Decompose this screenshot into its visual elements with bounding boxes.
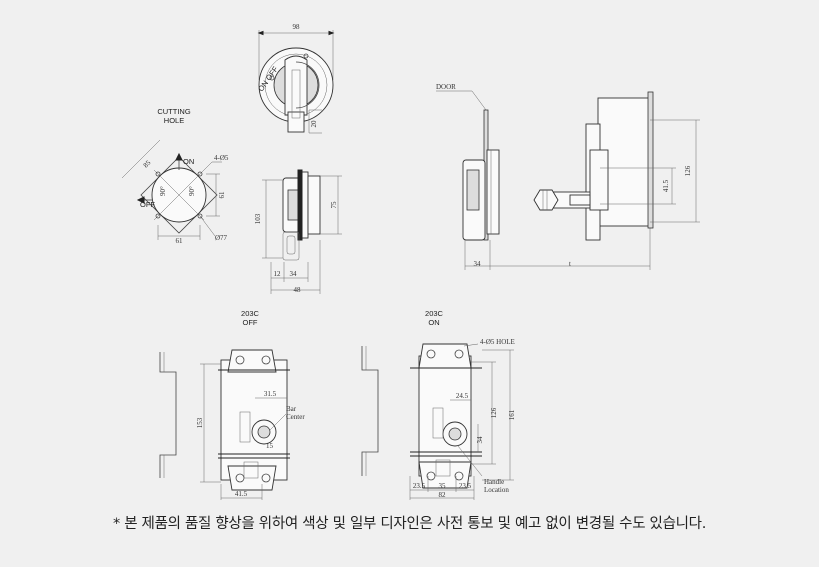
side-view: 103 75 12 34 48 [254, 169, 342, 294]
holes-dim: 4-Ø5 [214, 154, 229, 162]
side-dim-a: 12 [274, 270, 282, 278]
side-body-dim: 75 [330, 201, 338, 209]
side-dim-b: 34 [290, 270, 298, 278]
diag-dim: 85 [142, 158, 153, 169]
front-width-dim: 98 [293, 23, 301, 31]
on-view: 203C ON 4-Ø5 HOLE 24.5 126 161 34 Han [361, 309, 516, 500]
on-title-2: ON [428, 318, 439, 327]
cutting-hole-view: CUTTING HOLE ON OFF 90° 90° 85 4-Ø5 Ø77 … [121, 107, 229, 245]
angle-a: 90° [159, 186, 167, 196]
bar-label-2: Center [286, 413, 305, 421]
off-small-dim: 15 [266, 442, 274, 450]
door-thickness-dim: t [569, 260, 571, 268]
bar-label-1: Bar [286, 405, 297, 413]
door-span-dim: 126 [684, 165, 692, 176]
angle-b: 90° [188, 186, 196, 196]
diameter-dim: Ø77 [215, 234, 228, 242]
door-label: DOOR [436, 83, 456, 91]
notice-text: * 본 제품의 품질 향상을 위하여 색상 및 일부 디자인은 사전 통보 및 … [112, 516, 707, 532]
door-base-dim: 34 [474, 260, 482, 268]
side-height-dim: 103 [254, 213, 262, 224]
door-inner-dim: 41.5 [662, 179, 670, 192]
on-title-1: 203C [425, 309, 444, 318]
off-view: 203C OFF 153 31.5 Bar Center 15 41.5 [159, 309, 305, 500]
off-bottom-dim: 41.5 [235, 490, 248, 498]
on-dim-mid: 35 [439, 482, 447, 490]
on-hole-label: 4-Ø5 HOLE [480, 338, 515, 346]
hole-width-dim: 61 [176, 237, 184, 245]
off-height-dim: 153 [196, 417, 204, 428]
on-dim-left: 23.5 [413, 482, 426, 490]
on-dim-right: 23.5 [459, 482, 472, 490]
on-total-dim: 161 [508, 409, 516, 420]
front-tab-dim: 20 [310, 120, 318, 128]
label-off: OFF [140, 200, 155, 209]
off-offset-dim: 31.5 [264, 390, 277, 398]
on-offset-dim: 34 [476, 436, 484, 444]
cutting-hole-title-2: HOLE [164, 116, 184, 125]
on-width-dim: 82 [439, 491, 447, 499]
off-title-2: OFF [243, 318, 258, 327]
off-title-1: 203C [241, 309, 260, 318]
handle-label-2: Location [484, 486, 509, 494]
on-inner-dim: 24.5 [456, 392, 469, 400]
side-total-dim: 48 [294, 286, 302, 294]
handle-label-1: Handle [484, 478, 504, 486]
door-view: DOOR 34 t 126 41.5 [436, 83, 700, 270]
cutting-hole-title-1: CUTTING [157, 107, 190, 116]
label-on: ON [183, 157, 194, 166]
on-span-dim: 126 [490, 407, 498, 418]
front-view: 98 ON OFF 20 [256, 23, 335, 134]
hole-height-dim: 61 [218, 191, 226, 199]
